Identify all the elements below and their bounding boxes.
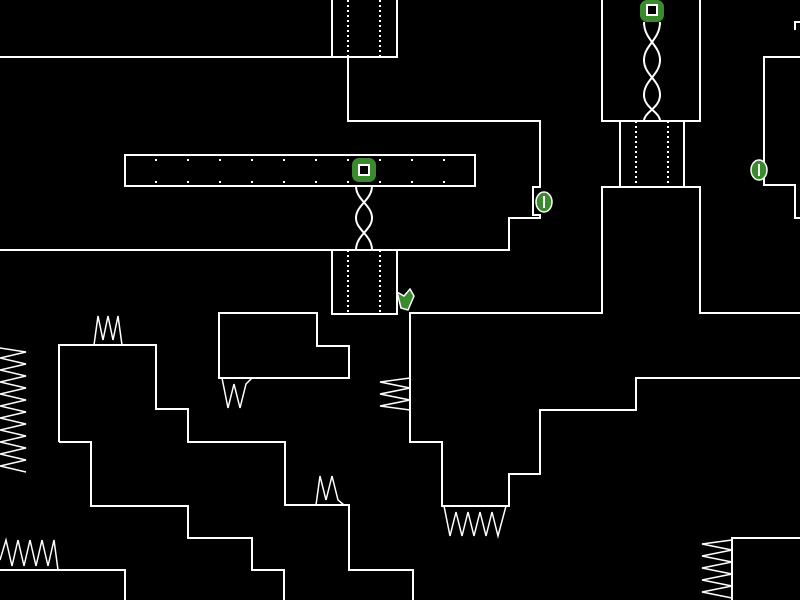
stairs-lower (59, 441, 285, 600)
chain-right (642, 21, 662, 122)
dotted-platform (124, 154, 476, 187)
enemy-pod (750, 159, 768, 181)
wall-far-right (763, 56, 800, 219)
chain-anchor (352, 158, 376, 182)
wall-right-column (684, 186, 800, 314)
wall-upper-corridor (347, 57, 541, 251)
crusher-dashes (155, 0, 669, 314)
spikes-down-ledge (221, 377, 253, 409)
spikes (0, 315, 733, 599)
wall-bottom-left (0, 569, 126, 600)
spikes-down-pit (443, 505, 507, 539)
wall-far-right-top (794, 21, 800, 30)
chain-anchor (640, 0, 664, 22)
spikes-wall-left (0, 347, 27, 473)
spikes-up-ledge (93, 315, 123, 346)
crusher-block-right (619, 120, 685, 188)
stairs-upper (58, 344, 414, 600)
crusher-block-top (331, 0, 398, 58)
crusher-block-mid (331, 249, 398, 315)
spikes-up-bottom-left (0, 537, 59, 571)
enemy-blob (395, 287, 415, 311)
wall-central-mass (409, 186, 800, 507)
wall-bottom-right (731, 537, 800, 600)
chain-mid (354, 185, 374, 251)
spikes-up-stair (315, 475, 345, 506)
spikes-wall-bottom-right (701, 539, 733, 599)
floating-ledge (218, 312, 350, 379)
enemy-pod (535, 191, 553, 213)
spikes-side-mid (379, 377, 411, 411)
